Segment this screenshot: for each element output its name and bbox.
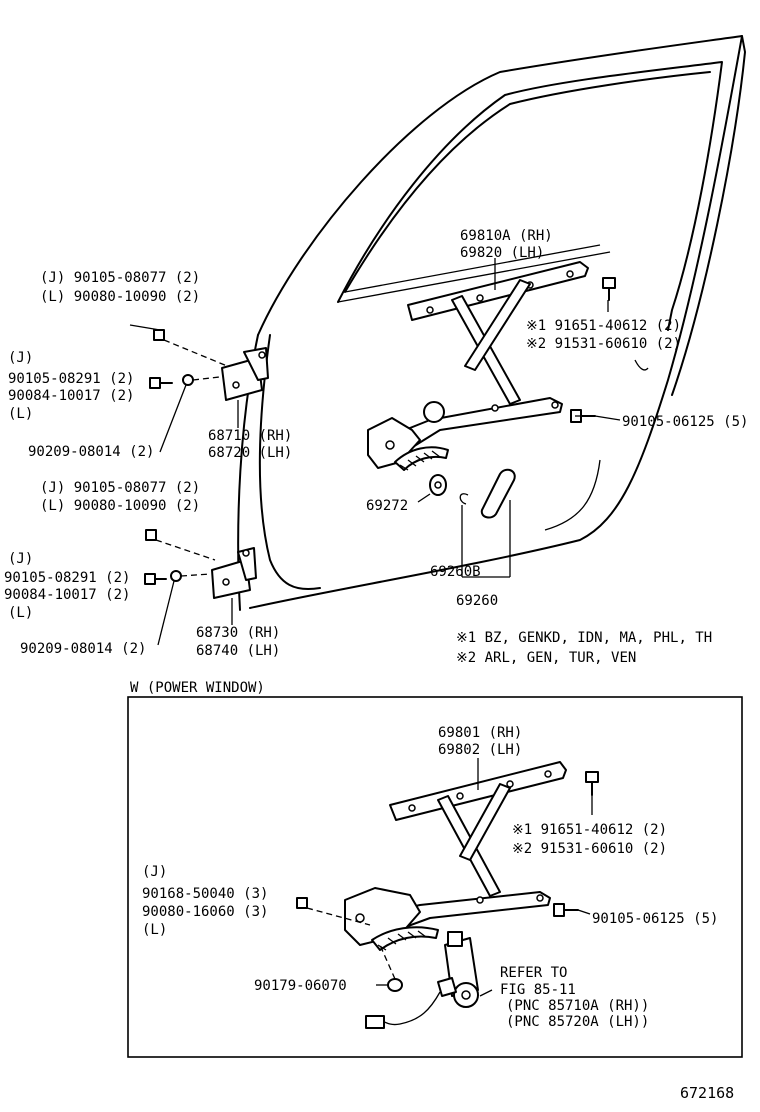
label-spacer: 69272 <box>366 498 408 514</box>
label-pw-regulator-lh: 69802 (LH) <box>438 742 522 758</box>
label-lower-hinge-bolt-j: (J) 90105-08077 (2) <box>40 480 200 496</box>
label-regulator-rh: 69810A (RH) <box>460 228 553 244</box>
fasteners-top <box>129 277 621 646</box>
power-window-regulator <box>344 761 567 1029</box>
label-upper-washer: 90209-08014 (2) <box>28 444 154 460</box>
figure-number: 672168 <box>680 1084 734 1102</box>
label-lower-washer: 90209-08014 (2) <box>20 641 146 657</box>
label-refer-2: FIG 85-11 <box>500 982 576 998</box>
label-upper-hinge-lh: 68720 (LH) <box>208 445 292 461</box>
label-lower-hinge-lh: 68740 (LH) <box>196 643 280 659</box>
label-pw-screw-b: 90080-16060 (3) <box>142 904 268 920</box>
power-window-frame <box>127 696 743 1058</box>
label-handle: 69260 <box>456 593 498 609</box>
label-upper-hinge-bolt-j: (J) 90105-08077 (2) <box>40 270 200 286</box>
label-upper-hinge-bolt-l: (L) 90080-10090 (2) <box>40 289 200 305</box>
power-window-title: W (POWER WINDOW) <box>130 680 265 696</box>
label-pw-nut: 90179-06070 <box>254 978 347 994</box>
door-outline <box>237 35 746 611</box>
label-lower-screw-a: 90105-08291 (2) <box>4 570 130 586</box>
label-refer-4: (PNC 85720A (LH)) <box>506 1014 649 1030</box>
label-j2: (J) <box>8 551 33 567</box>
labels-top: 69810A (RH) 69820 (LH) ※1 91651-40612 (2… <box>4 228 748 666</box>
labels-power-window: W (POWER WINDOW) 69801 (RH) 69802 (LH) ※… <box>130 680 718 1030</box>
label-upper-hinge-rh: 68710 (RH) <box>208 428 292 444</box>
label-pw-regulator-rh: 69801 (RH) <box>438 725 522 741</box>
label-bolt-a2: ※2 91531-60610 (2) <box>526 336 681 352</box>
label-pw-j: (J) <box>142 864 167 880</box>
fasteners-power-window <box>296 758 599 992</box>
label-pw-bolt-a1: ※1 91651-40612 (2) <box>512 822 667 838</box>
leader-lines-top <box>494 258 609 417</box>
note-1: ※1 BZ, GENKD, IDN, MA, PHL, TH <box>456 630 712 646</box>
label-lower-hinge-rh: 68730 (RH) <box>196 625 280 641</box>
door-hinges <box>211 347 269 625</box>
label-bolt-right: 90105-06125 (5) <box>622 414 748 430</box>
label-upper-screw-b: 90084-10017 (2) <box>8 388 134 404</box>
note-2: ※2 ARL, GEN, TUR, VEN <box>456 650 636 666</box>
label-refer-1: REFER TO <box>500 965 567 981</box>
label-pw-screw-a: 90168-50040 (3) <box>142 886 268 902</box>
label-refer-3: (PNC 85710A (RH)) <box>506 998 649 1014</box>
label-regulator-lh: 69820 (LH) <box>460 245 544 261</box>
label-pw-bolt-a2: ※2 91531-60610 (2) <box>512 841 667 857</box>
label-upper-screw-a: 90105-08291 (2) <box>8 371 134 387</box>
label-handle-sub: 69260B <box>430 564 481 580</box>
label-j1: (J) <box>8 350 33 366</box>
regulator-handle <box>417 468 516 578</box>
label-pw-bolt-right: 90105-06125 (5) <box>592 911 718 927</box>
manual-window-regulator <box>367 261 589 471</box>
label-bolt-a1: ※1 91651-40612 (2) <box>526 318 681 334</box>
label-lower-screw-b: 90084-10017 (2) <box>4 587 130 603</box>
label-l2: (L) <box>8 605 33 621</box>
label-pw-l: (L) <box>142 922 167 938</box>
label-lower-hinge-bolt-l: (L) 90080-10090 (2) <box>40 498 200 514</box>
label-l1: (L) <box>8 406 33 422</box>
